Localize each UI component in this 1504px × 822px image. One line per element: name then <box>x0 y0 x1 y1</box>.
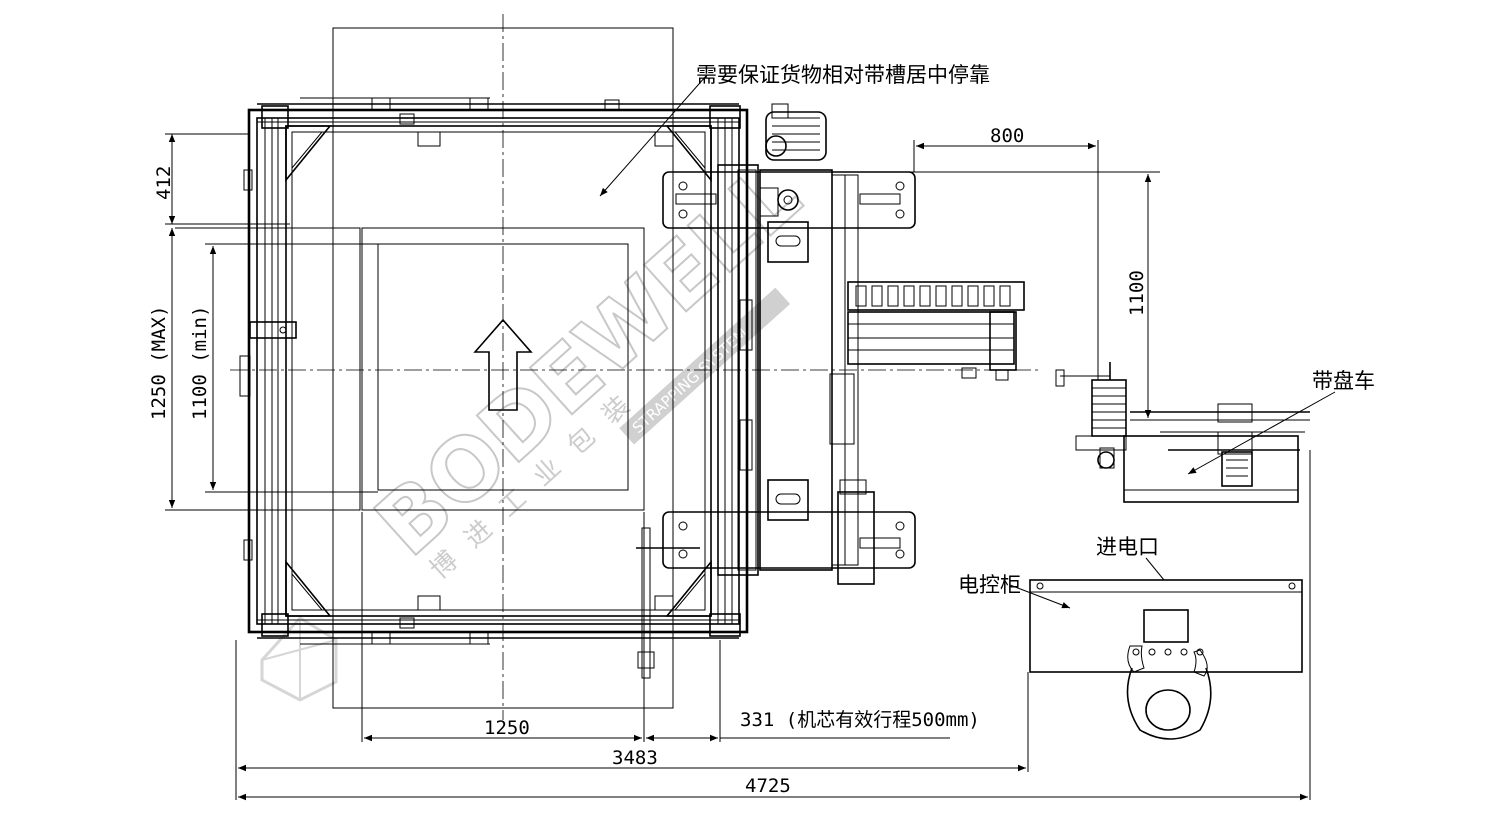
dimension-1100-min: 1100 (min) <box>189 306 211 420</box>
dimension-331: 331 (机芯有效行程500mm) <box>740 709 980 731</box>
dimension-3483: 3483 <box>612 747 658 769</box>
arch-frame <box>239 97 749 679</box>
watermark-logo-icon <box>260 616 338 702</box>
dimension-4725: 4725 <box>745 775 791 797</box>
control-buttons <box>1132 648 1204 656</box>
reel-cart <box>1055 362 1310 503</box>
strap-feed-channel <box>847 281 1025 381</box>
dimension-412: 412 <box>153 166 175 200</box>
watermark-brand: BODEWELL <box>357 145 819 575</box>
leader-lines <box>599 75 1336 609</box>
dimension-1100-right: 1100 <box>1126 270 1148 316</box>
dimension-1250-bottom: 1250 <box>484 717 530 739</box>
dimension-800: 800 <box>990 125 1024 147</box>
cargo-centering-note: 需要保证货物相对带槽居中停靠 <box>696 63 990 87</box>
power-inlet-label: 进电口 <box>1096 535 1159 559</box>
reel-cart-label: 带盘车 <box>1312 369 1375 393</box>
dimension-lines <box>165 133 1311 801</box>
control-cabinet-label: 电控柜 <box>958 573 1021 597</box>
conveying-direction-arrow-icon <box>473 318 533 411</box>
operator-icon <box>1126 645 1212 740</box>
dimension-1250-max: 1250 (MAX) <box>148 306 170 420</box>
control-cabinet <box>1029 579 1303 673</box>
strapping-head <box>662 103 916 585</box>
